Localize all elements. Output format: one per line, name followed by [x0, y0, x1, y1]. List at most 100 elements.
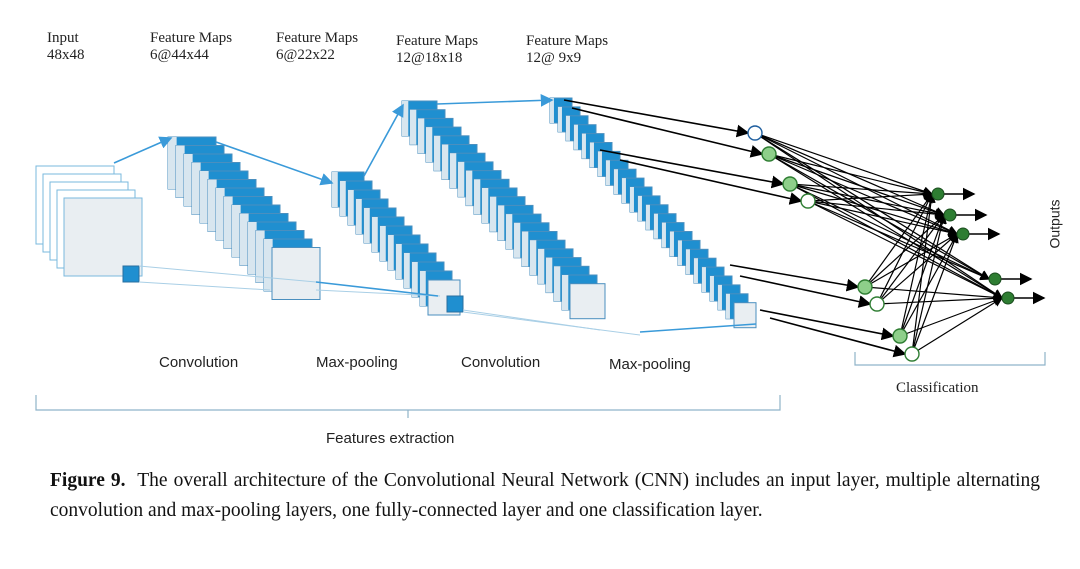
flatten-node: [800, 193, 816, 209]
feature-maps-header-3: Feature Maps 12@18x18: [396, 33, 478, 67]
feature-maps-3-map: [569, 283, 606, 320]
feature-maps-4-map-edge: [558, 106, 562, 132]
feature-maps-4-map-edge: [606, 160, 610, 186]
header-line1: Feature Maps: [276, 30, 359, 46]
output-node: [1001, 291, 1015, 305]
fully-connected-edge: [807, 200, 959, 237]
feature-maps-3-map-edge: [426, 127, 433, 163]
flatten-arrow: [571, 107, 764, 158]
header-line1: Feature Maps: [396, 33, 479, 49]
feature-maps-4-map-edge: [686, 249, 690, 275]
feature-maps-3-map-edge: [498, 205, 505, 241]
feature-maps-4-map-edge: [574, 124, 578, 150]
feature-maps-4-map: [733, 302, 757, 329]
output-node: [956, 227, 970, 241]
header-line2: 12@18x18: [396, 50, 463, 66]
feature-maps-2-map-edge: [348, 190, 354, 225]
feature-maps-3-map-edge: [434, 135, 441, 171]
feature-maps-4-map-edge: [590, 142, 594, 168]
feature-maps-1-map: [271, 247, 321, 300]
feature-maps-2-map-edge: [356, 199, 362, 234]
feature-maps-3-map-edge: [402, 101, 409, 136]
flatten-node: [747, 125, 763, 141]
feature-maps-header-4: Feature Maps 12@ 9x9: [526, 33, 608, 67]
feature-maps-1-map-edge: [208, 179, 217, 232]
feature-maps-3-map-edge: [450, 153, 457, 189]
max-pooling-label-2: Max-pooling: [609, 356, 691, 373]
output-node: [943, 208, 957, 222]
feature-maps-3-map-edge: [410, 109, 417, 145]
feature-maps-header-2: Feature Maps 6@22x22: [276, 30, 358, 64]
figure-caption: Figure 9. The overall architecture of th…: [50, 466, 1040, 526]
feature-maps-1-map-edge: [176, 145, 185, 198]
header-line2: 12@ 9x9: [526, 50, 582, 66]
fully-connected-edge: [807, 200, 1004, 299]
feature-maps-2-map-edge: [396, 244, 402, 279]
feature-maps-3-map-edge: [466, 170, 473, 206]
max-pooling-label-1: Max-pooling: [316, 354, 398, 371]
pool-connector-line: [315, 281, 439, 297]
flatten-arrow: [563, 99, 750, 138]
output-node: [988, 272, 1002, 286]
feature-maps-3-map-edge: [514, 222, 521, 258]
header-line1: Feature Maps: [526, 33, 609, 49]
feature-maps-3-map-edge: [442, 144, 449, 180]
fully-connected-edge: [807, 200, 946, 219]
receptive-field-line: [138, 281, 271, 291]
fully-connected-edge: [754, 132, 934, 196]
header-line1: Input: [47, 30, 79, 46]
flatten-node: [761, 146, 777, 162]
feature-maps-1-map-edge: [216, 188, 225, 240]
feature-maps-4-map-edge: [654, 213, 658, 239]
stack-connector-arrow: [215, 141, 334, 186]
fully-connected-edge: [899, 192, 935, 337]
fully-connected-edge: [876, 214, 945, 305]
feature-maps-3-map-edge: [522, 231, 529, 267]
flatten-arrow: [729, 264, 860, 292]
fully-connected-edge: [911, 232, 959, 355]
feature-maps-4-map-edge: [726, 293, 730, 319]
feature-maps-4-map-edge: [670, 231, 674, 257]
receptive-field-line: [462, 311, 641, 336]
convolution-label-2: Convolution: [461, 354, 541, 371]
feature-maps-4-map-edge: [718, 284, 722, 310]
flatten-node: [892, 328, 908, 344]
feature-maps-4: [549, 97, 757, 329]
fully-connected-edge: [864, 193, 933, 288]
feature-maps-4-map-edge: [702, 267, 706, 293]
features-extraction-label: Features extraction: [326, 430, 455, 447]
fully-connected-edge: [768, 153, 1004, 299]
flatten-arrow: [619, 159, 803, 205]
feature-maps-4-map-edge: [614, 169, 618, 195]
feature-maps-3-map-edge: [546, 257, 553, 293]
output-node: [931, 187, 945, 201]
fully-connected-edge: [789, 183, 946, 219]
feature-maps-4-map-edge: [630, 187, 634, 212]
feature-maps-2-map-edge: [388, 235, 394, 270]
feature-maps-4-map-edge: [646, 204, 650, 230]
fully-connected-edge: [911, 213, 947, 355]
feature-maps-header-1: Feature Maps 6@44x44: [150, 30, 232, 64]
feature-maps-4-map-edge: [694, 258, 698, 284]
feature-maps-4-map-edge: [710, 276, 714, 301]
feature-maps-1-map-edge: [256, 230, 265, 283]
fully-connected-edge: [768, 153, 946, 217]
caption-text: The overall architecture of the Convolut…: [50, 470, 1040, 521]
fully-connected-edge: [876, 192, 933, 305]
feature-maps-1-map-edge: [224, 196, 233, 249]
feature-maps-4-map-edge: [622, 178, 626, 204]
receptive-field-line: [138, 265, 317, 283]
feature-maps-1-map-edge: [232, 205, 241, 257]
feature-maps-1-map-edge: [200, 171, 209, 223]
flatten-arrow: [769, 317, 907, 358]
flatten-node: [857, 279, 873, 295]
feature-maps-1-map-edge: [248, 222, 257, 274]
feature-maps-1-map-edge: [264, 239, 273, 291]
fully-connected-edge: [807, 189, 934, 202]
kernel-square-2: [446, 295, 464, 313]
pool-connector-line: [639, 323, 757, 333]
feature-maps-2-map-edge: [404, 253, 410, 288]
outputs-label: Outputs: [1046, 199, 1063, 249]
stack-connector-arrow: [363, 103, 404, 177]
feature-maps-3-map-edge: [458, 161, 465, 197]
